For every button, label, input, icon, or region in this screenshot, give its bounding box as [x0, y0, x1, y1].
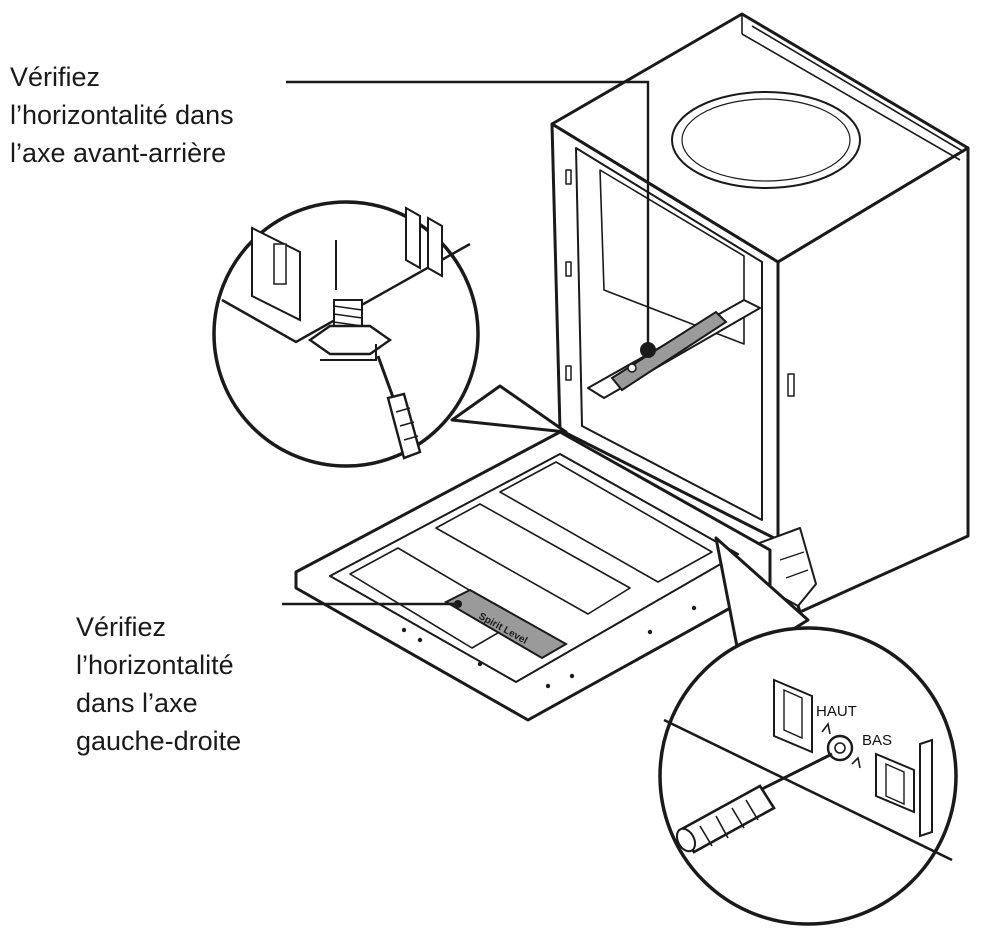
dishwasher-tub: [550, 12, 970, 614]
dishwasher-door: [294, 430, 772, 722]
tub-back-wall: [599, 169, 745, 345]
tub-top-ridges: [741, 14, 965, 161]
callout-front-back-level: Vérifiez l’horizontalité dans l’axe avan…: [10, 62, 234, 168]
adjuster-up-label: HAUT: [816, 703, 857, 720]
adjuster-down-label: BAS: [862, 732, 893, 749]
tub-top-circle: [671, 91, 861, 189]
callout-left-right-level: Vérifiez l’horizontalité dans l’axe gauc…: [76, 612, 242, 756]
zoom-circle-rear-adjuster: [658, 536, 958, 926]
spirit-level-front-back: [610, 310, 728, 392]
zoom-circle-front-foot: [212, 200, 568, 468]
leader-line-front-back: [286, 80, 656, 358]
